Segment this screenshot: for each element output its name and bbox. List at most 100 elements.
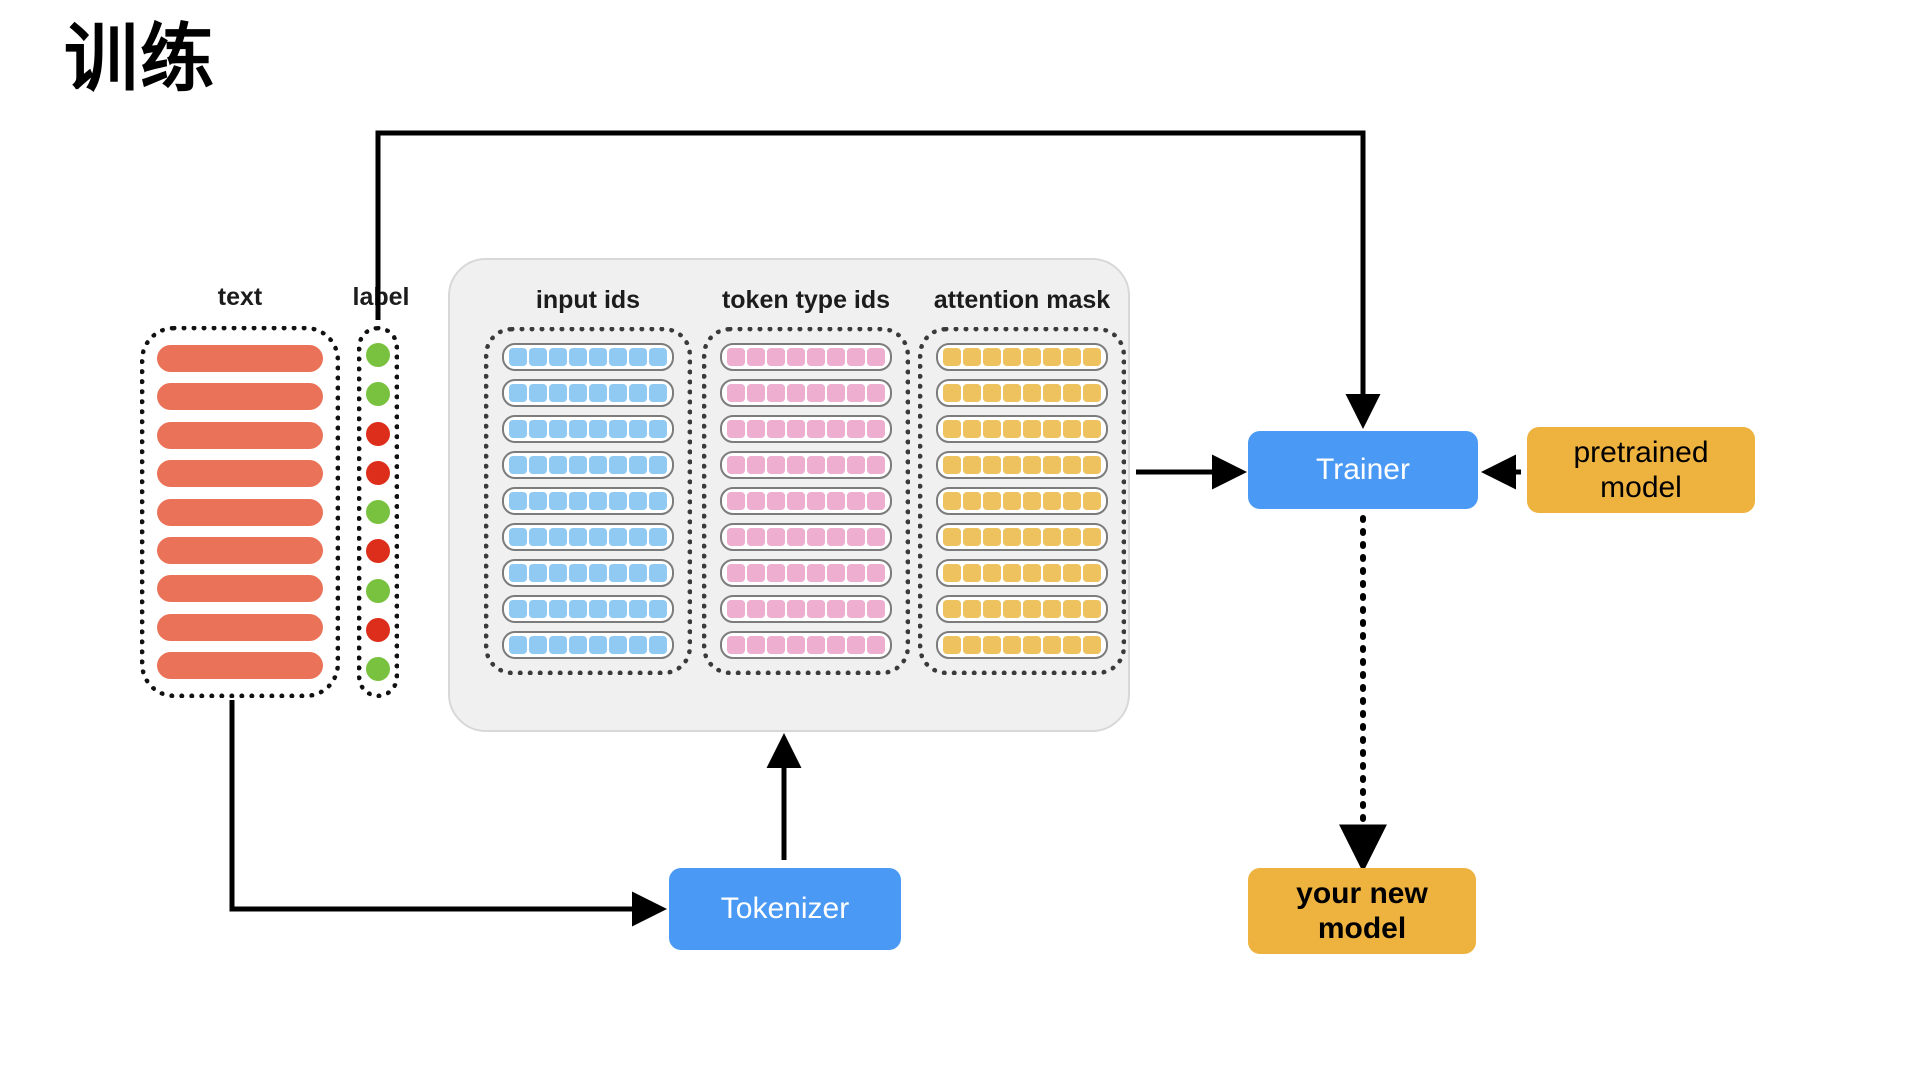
feature-cell	[807, 636, 825, 654]
feature-row	[936, 487, 1108, 515]
node-tokenizer[interactable]: Tokenizer	[669, 868, 901, 950]
feature-cell	[963, 528, 981, 546]
feature-cell	[827, 384, 845, 402]
feature-cell	[649, 420, 667, 438]
feature-cell	[943, 348, 961, 366]
feature-cell	[609, 348, 627, 366]
feature-cell	[983, 600, 1001, 618]
feature-cell	[827, 600, 845, 618]
label-dot-red	[366, 421, 390, 446]
feature-cell	[787, 564, 805, 582]
feature-cell	[589, 528, 607, 546]
feature-cell	[787, 636, 805, 654]
feature-cell	[807, 492, 825, 510]
feature-cell	[629, 348, 647, 366]
feature-cell	[943, 420, 961, 438]
feature-cell	[963, 564, 981, 582]
label-dot-list	[362, 331, 394, 693]
feature-cell	[629, 600, 647, 618]
feature-cell	[787, 384, 805, 402]
feature-cell	[589, 636, 607, 654]
text-bar	[157, 536, 323, 564]
feature-cell	[983, 420, 1001, 438]
feature-cell	[767, 456, 785, 474]
feature-cell	[983, 564, 1001, 582]
node-trainer[interactable]: Trainer	[1248, 431, 1478, 509]
feature-cell	[529, 564, 547, 582]
feature-cell	[767, 600, 785, 618]
feature-row	[720, 415, 892, 443]
feature-cell	[963, 636, 981, 654]
feature-cell	[867, 528, 885, 546]
node-pretrained-model[interactable]: pretrained model	[1527, 427, 1755, 513]
feature-cell	[549, 420, 567, 438]
text-bar	[157, 613, 323, 641]
feature-cell	[983, 384, 1001, 402]
feature-cell	[1003, 528, 1021, 546]
feature-cell	[1023, 564, 1041, 582]
feature-cell	[807, 600, 825, 618]
feature-cell	[529, 528, 547, 546]
feature-cell	[963, 384, 981, 402]
feature-cell	[943, 600, 961, 618]
feature-cell	[983, 636, 1001, 654]
node-your-new-model-line2: model	[1317, 912, 1407, 945]
feature-cell	[747, 636, 765, 654]
feature-row	[720, 559, 892, 587]
feature-cell	[1043, 564, 1061, 582]
feature-cell	[1043, 600, 1061, 618]
feature-cell	[569, 564, 587, 582]
feature-cell	[529, 492, 547, 510]
feature-cell	[509, 528, 527, 546]
feature-cell	[847, 492, 865, 510]
feature-cell	[1043, 492, 1061, 510]
feature-cell	[629, 564, 647, 582]
feature-cell	[983, 492, 1001, 510]
feature-cell	[1023, 384, 1041, 402]
feature-cell	[509, 636, 527, 654]
feature-cell	[747, 384, 765, 402]
feature-cell	[1063, 456, 1081, 474]
feature-row	[502, 631, 674, 659]
feature-cell	[963, 420, 981, 438]
node-your-new-model[interactable]: your new model	[1248, 868, 1476, 954]
feature-cell	[727, 636, 745, 654]
feature-cell	[549, 456, 567, 474]
feature-cell	[1063, 636, 1081, 654]
feature-row	[936, 379, 1108, 407]
feature-cell	[609, 420, 627, 438]
feature-cell	[727, 348, 745, 366]
feature-cell	[867, 600, 885, 618]
feature-cell	[847, 348, 865, 366]
label-dot-green	[366, 382, 390, 407]
feature-cell	[1043, 384, 1061, 402]
feature-cell	[847, 600, 865, 618]
feature-cell	[1063, 564, 1081, 582]
feature-cell	[1083, 492, 1101, 510]
feature-cell	[1023, 492, 1041, 510]
feature-cell	[787, 528, 805, 546]
feature-cell	[1043, 636, 1061, 654]
feature-cell	[827, 492, 845, 510]
feature-cell	[867, 348, 885, 366]
feature-rows-token-type-ids	[702, 327, 910, 675]
feature-cell	[549, 600, 567, 618]
text-column-group	[140, 326, 340, 698]
label-dot-green	[366, 578, 390, 603]
feature-cell	[867, 384, 885, 402]
feature-cell	[629, 492, 647, 510]
text-bar	[157, 575, 323, 603]
feature-cell	[1083, 384, 1101, 402]
feature-cell	[1003, 564, 1021, 582]
feature-cell	[509, 492, 527, 510]
feature-cell	[747, 564, 765, 582]
feature-cell	[767, 492, 785, 510]
feature-cell	[1003, 384, 1021, 402]
feature-cell	[867, 456, 885, 474]
feature-row	[720, 487, 892, 515]
feature-cell	[1043, 348, 1061, 366]
feature-cell	[549, 492, 567, 510]
feature-cell	[509, 384, 527, 402]
feature-row	[720, 523, 892, 551]
